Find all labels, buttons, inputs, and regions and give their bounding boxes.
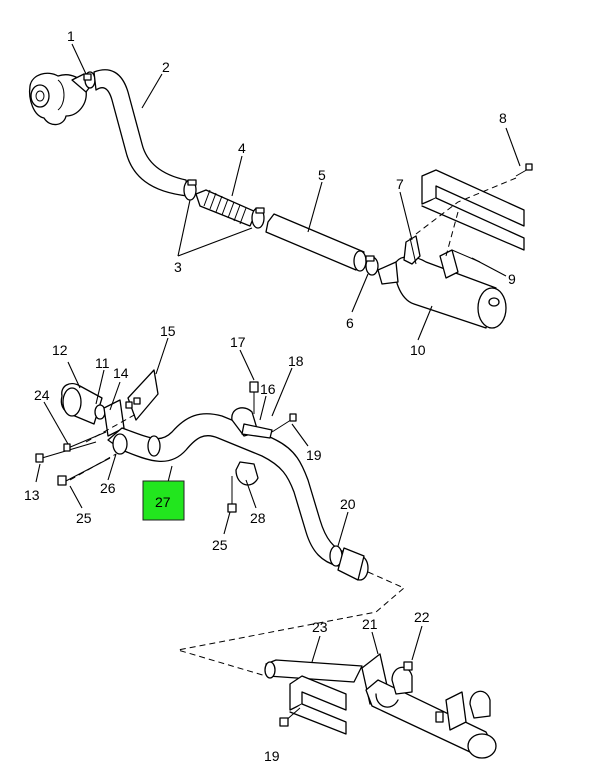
- turbocharger: [28, 72, 93, 126]
- callout-13: 13: [24, 487, 40, 503]
- callout-9: 9: [508, 271, 516, 287]
- callout-14: 14: [113, 365, 129, 381]
- callout-17: 17: [230, 334, 246, 350]
- callout-26: 26: [100, 480, 116, 496]
- u-clamp-16: [231, 407, 273, 439]
- callout-27: 27: [155, 494, 171, 510]
- bracket-9: [439, 249, 481, 279]
- frame-rail-lower: [289, 675, 347, 735]
- highlight-box-27[interactable]: [142, 480, 185, 521]
- dashed-line-upper-1: [415, 177, 517, 235]
- pipe-stub-12: [60, 382, 103, 425]
- bolt-17: [249, 381, 259, 414]
- u-clamps-lower: [375, 661, 491, 731]
- bolt-19: [271, 413, 297, 433]
- dashed-line-middle-2: [69, 453, 117, 481]
- callout-28: 28: [250, 510, 266, 526]
- callout-6: 6: [346, 315, 354, 331]
- callout-25-middle: 25: [212, 537, 228, 553]
- callout-19: 19: [306, 447, 322, 463]
- callout-23: 23: [312, 619, 328, 635]
- callout-12: 12: [52, 342, 68, 358]
- clamp-3a: [183, 179, 197, 201]
- flange-14: [103, 399, 125, 437]
- callout-19-lower: 19: [264, 748, 280, 761]
- muffler-10: [377, 256, 507, 329]
- clamp-26: [112, 433, 128, 455]
- callout-20: 20: [340, 496, 356, 512]
- clamp-3b: [251, 207, 265, 229]
- callout-3: 3: [174, 259, 182, 275]
- callout-4: 4: [238, 140, 246, 156]
- bracket-7: [403, 235, 421, 265]
- callout-11: 11: [95, 355, 110, 371]
- callout-16: 16: [260, 381, 276, 397]
- frame-rail-upper: [421, 169, 525, 251]
- bolt-25-left: [57, 457, 111, 486]
- flex-bellows-4: [195, 189, 257, 227]
- dashed-line-upper-2: [445, 211, 459, 257]
- bracket-15: [127, 369, 159, 421]
- flange-hardware: [125, 397, 141, 409]
- callout-22: 22: [414, 609, 430, 625]
- clamp-6: [365, 255, 379, 276]
- exhaust-pipe-5: [265, 213, 367, 272]
- callout-25-left: 25: [76, 510, 92, 526]
- tail-pipe-outlet: [467, 733, 497, 759]
- pipe-collar: [147, 435, 161, 457]
- callout-5: 5: [318, 167, 326, 183]
- pipe-end-20: [329, 545, 369, 581]
- callout-21: 21: [362, 616, 378, 632]
- gasket-11: [94, 404, 106, 420]
- callout-18: 18: [288, 353, 304, 369]
- callout-8: 8: [499, 110, 507, 126]
- callout-15: 15: [160, 323, 176, 339]
- bolt-25-middle: [227, 476, 237, 513]
- callouts: 1 2 3 4 5 6 7 8 9 10 11 12 13 14 15 16 1…: [24, 28, 516, 761]
- u-clamp-28: [235, 461, 259, 486]
- exhaust-pipe-2: [93, 69, 189, 197]
- bolt-19-lower: [279, 707, 301, 727]
- clamp-1: [83, 71, 96, 89]
- callout-24: 24: [34, 387, 50, 403]
- leader-lines: [35, 43, 521, 663]
- bolt-8: [515, 163, 533, 177]
- exhaust-pipe-23: [264, 659, 363, 683]
- callout-7: 7: [396, 176, 404, 192]
- callout-1: 1: [67, 28, 75, 44]
- callout-10: 10: [410, 342, 426, 358]
- callout-2: 2: [162, 59, 170, 75]
